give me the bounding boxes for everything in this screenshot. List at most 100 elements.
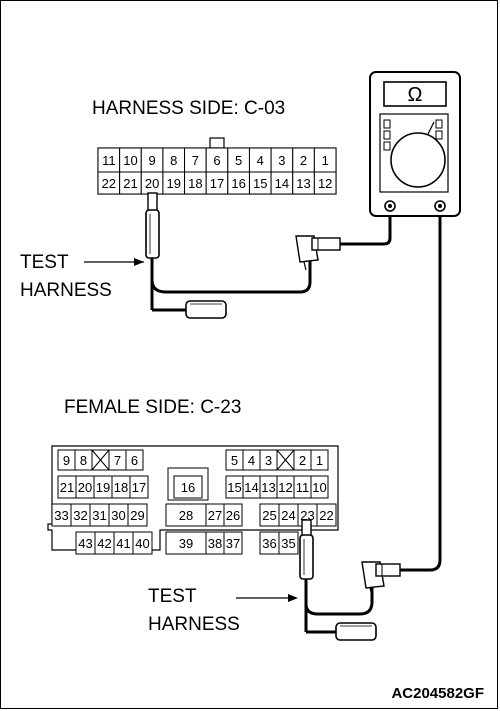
c23-pin-3: 3 <box>259 449 278 471</box>
pin-label: 17 <box>132 480 146 495</box>
c03-pin-6: 6 <box>205 147 229 173</box>
pin-label: 22 <box>319 508 333 523</box>
c23-pin-6: 6 <box>125 449 144 471</box>
meter-display <box>383 81 447 107</box>
c03-pin-21: 21 <box>119 171 142 195</box>
pin-label: 24 <box>281 508 295 523</box>
c23-pin-29: 29 <box>127 503 148 527</box>
c23-pin-36: 36 <box>259 531 280 555</box>
c23-pin-42: 42 <box>94 531 115 555</box>
pin-label: 6 <box>131 453 138 468</box>
c23-pin-14: 14 <box>242 475 261 499</box>
pin-label: 12 <box>278 480 292 495</box>
pin-label: 20 <box>145 176 159 191</box>
c23-pin-9: 9 <box>57 449 76 471</box>
pin-label: 14 <box>275 176 289 191</box>
pin-label: 19 <box>96 480 110 495</box>
pin-label: 11 <box>102 153 116 168</box>
c23-pin-2: 2 <box>293 449 312 471</box>
pin-label: 28 <box>179 508 193 523</box>
c23-pin-19: 19 <box>93 475 113 499</box>
c23-pin-32: 32 <box>70 503 91 527</box>
pin-label: 21 <box>123 176 137 191</box>
pin-label: 2 <box>300 153 307 168</box>
pin-label: 38 <box>208 536 222 551</box>
c03-pin-11: 11 <box>97 147 121 173</box>
test-harness-wire-1 <box>150 256 312 294</box>
test-harness-wire-2 <box>304 579 374 616</box>
pin-label: 18 <box>188 176 202 191</box>
c23-pin-blank <box>276 449 295 471</box>
pin-label: 11 <box>296 480 310 495</box>
c03-pin-19: 19 <box>162 171 186 195</box>
pin-label: 37 <box>226 536 240 551</box>
test-harness-label-2-line2: HARNESS <box>148 614 240 635</box>
c23-pin-5: 5 <box>225 449 244 471</box>
c03-pin-12: 12 <box>313 171 337 195</box>
c23-pin-24: 24 <box>278 503 299 527</box>
c23-pin-17: 17 <box>129 475 149 499</box>
c23-pin-11: 11 <box>293 475 312 499</box>
pin-label: 39 <box>179 536 193 551</box>
pin-label: 19 <box>166 176 180 191</box>
pin-label: 40 <box>135 536 149 551</box>
c23-pin-28: 28 <box>165 503 207 527</box>
c03-pin-20: 20 <box>140 171 164 195</box>
pin-label: 31 <box>92 508 106 523</box>
c23-pin-20: 20 <box>75 475 95 499</box>
pin-label: 16 <box>181 480 195 495</box>
pin-label: 1 <box>322 153 329 168</box>
pin-label: 33 <box>54 508 68 523</box>
pin-label: 8 <box>80 453 87 468</box>
c03-pin-9: 9 <box>140 147 164 173</box>
pin-label: 16 <box>231 176 245 191</box>
pin-label: 25 <box>262 508 276 523</box>
c23-pin-22: 22 <box>316 503 337 527</box>
c23-pin-30: 30 <box>108 503 129 527</box>
c03-pin-2: 2 <box>292 147 315 173</box>
pin-label: 18 <box>114 480 128 495</box>
pin-label: 9 <box>148 153 155 168</box>
multimeter: Ω <box>369 71 461 217</box>
c23-pin-12: 12 <box>276 475 295 499</box>
figure-code: AC204582GF <box>391 685 484 702</box>
pin-label: 5 <box>231 453 238 468</box>
c23-pin-18: 18 <box>111 475 131 499</box>
alligator-clip-1 <box>295 235 341 271</box>
pin-label: 4 <box>257 153 264 168</box>
pin-label: 22 <box>102 176 116 191</box>
pin-label: 17 <box>210 176 224 191</box>
c23-pin-8: 8 <box>74 449 93 471</box>
pin-label: 42 <box>97 536 111 551</box>
c23-pin-26: 26 <box>223 503 243 527</box>
pin-label: 4 <box>248 453 255 468</box>
pin-label: 20 <box>78 480 92 495</box>
c03-pin-14: 14 <box>270 171 294 195</box>
pin-label: 27 <box>208 508 222 523</box>
meter-lead-1 <box>340 208 392 246</box>
c03-pin-18: 18 <box>184 171 207 195</box>
pin-label: 7 <box>192 153 199 168</box>
pin-label: 43 <box>78 536 92 551</box>
pin-label: 36 <box>262 536 276 551</box>
c03-pin-8: 8 <box>162 147 186 173</box>
c03-pin-5: 5 <box>227 147 250 173</box>
pin-label: 26 <box>226 508 240 523</box>
pin-label: 13 <box>261 480 275 495</box>
c03-pin-10: 10 <box>119 147 142 173</box>
c03-pin-4: 4 <box>248 147 272 173</box>
pin-label: 3 <box>278 153 285 168</box>
c23-pin-43: 43 <box>75 531 96 555</box>
c23-pin-16: 16 <box>173 475 203 499</box>
pin-label: 21 <box>60 480 74 495</box>
test-harness-label-1-line2: HARNESS <box>20 280 112 301</box>
pin-label: 5 <box>235 153 242 168</box>
test-harness-label-2-line1: TEST <box>148 586 197 607</box>
pin-label: 3 <box>265 453 272 468</box>
